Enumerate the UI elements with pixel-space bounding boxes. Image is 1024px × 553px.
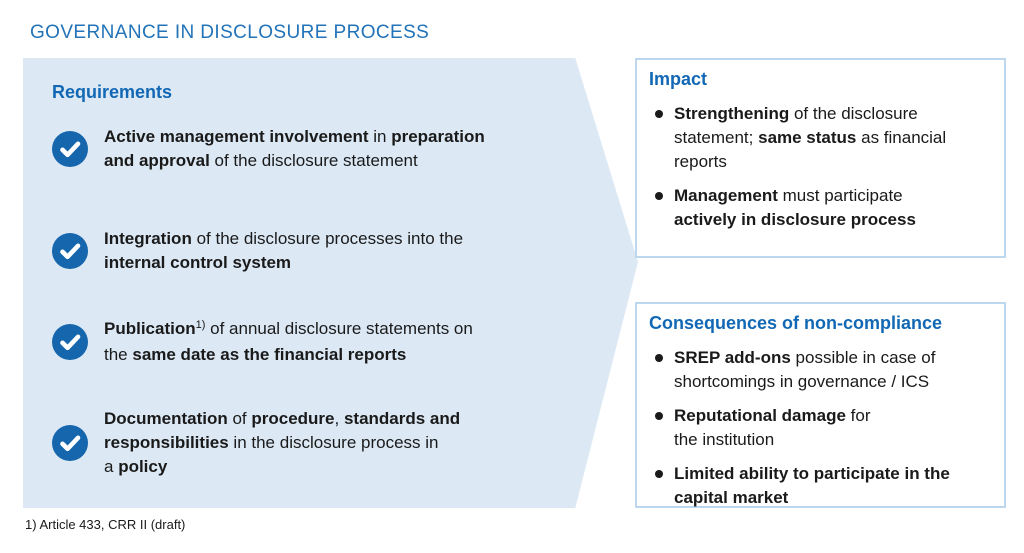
checkmark-circle-icon: [52, 324, 88, 360]
checkmark-circle-icon: [52, 233, 88, 269]
footnote: 1) Article 433, CRR II (draft): [25, 517, 186, 532]
impact-heading: Impact: [649, 69, 708, 89]
checkmark-circle-icon: [52, 425, 88, 461]
requirement-item: Documentation of procedure, standards an…: [52, 407, 557, 479]
requirement-text: Integration of the disclosure processes …: [104, 229, 464, 272]
requirement-item: Integration of the disclosure processes …: [52, 227, 557, 275]
consequences-heading: Consequences of non-compliance: [649, 313, 943, 333]
requirements-panel: Requirements Active management involveme…: [23, 58, 638, 508]
requirement-item: Active management involvement in prepara…: [52, 125, 557, 173]
checkmark-circle-icon: [52, 131, 88, 167]
bullet-dot-icon: [655, 470, 663, 478]
requirement-text: Active management involvement in prepara…: [104, 127, 485, 170]
requirement-item: Publication1) of annual disclosure state…: [52, 318, 557, 366]
page-title: GOVERNANCE IN DISCLOSURE PROCESS: [30, 22, 430, 43]
bullet-dot-icon: [655, 354, 663, 362]
bullet-dot-icon: [655, 110, 663, 118]
requirement-text: Documentation of procedure, standards an…: [104, 409, 461, 476]
consequences-box: Consequences of non-compliance SREP add-…: [635, 302, 1006, 508]
bullet-dot-icon: [655, 412, 663, 420]
requirements-heading: Requirements: [52, 82, 173, 102]
requirement-text: Publication1) of annual disclosure state…: [104, 319, 473, 364]
bullet-dot-icon: [655, 192, 663, 200]
